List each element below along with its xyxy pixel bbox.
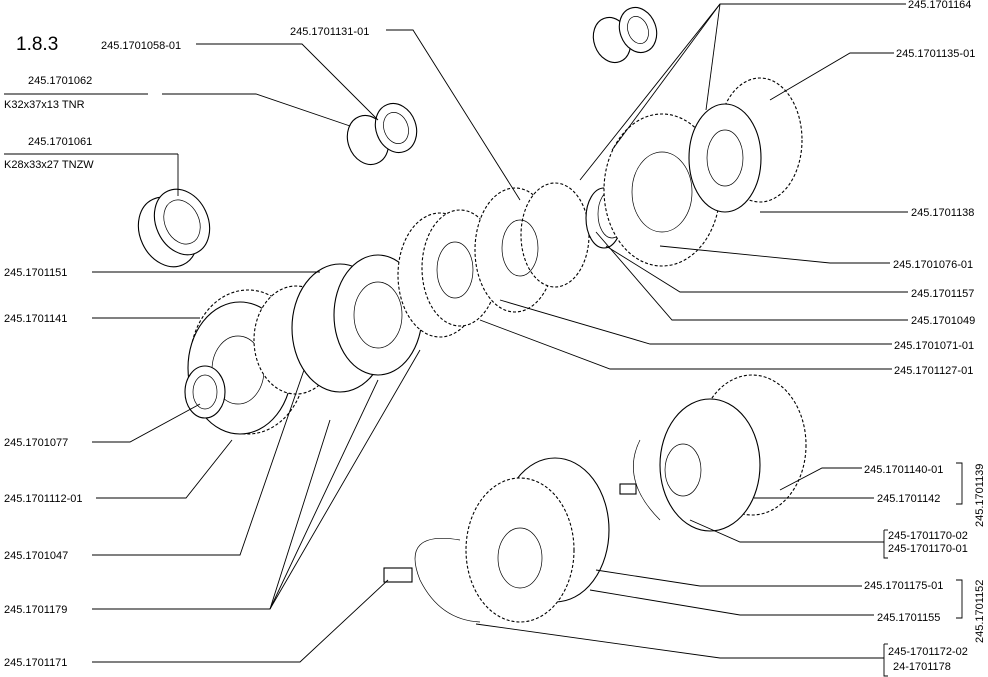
label-1701141: 245.1701141: [4, 313, 67, 325]
label-1701170-02: 245-1701170-02: [888, 530, 968, 542]
label-1701142: 245.1701142: [877, 493, 940, 505]
label-1701151: 245.1701151: [4, 267, 67, 279]
label-1701171: 245.1701171: [4, 657, 67, 669]
ring-1701077: [184, 365, 226, 419]
synchronizer-1701152: [383, 457, 610, 623]
gear-1701071: [397, 209, 499, 338]
group-brackets: [883, 462, 963, 677]
label-1701047: 245.1701047: [4, 550, 68, 562]
label-1701170-01: 245-1701170-01: [888, 543, 968, 555]
gear-1701135: [688, 77, 803, 213]
label-1701049: 245.1701049: [911, 315, 975, 327]
label-1701155: 245.1701155: [877, 612, 940, 624]
label-1701127: 245.1701127-01: [894, 365, 973, 377]
label-1701164: 245.1701164: [908, 0, 971, 11]
leader-lines: [4, 3, 908, 663]
label-1701172-02: 245-1701172-02: [888, 646, 968, 658]
parts-drawing: [137, 6, 807, 623]
label-1701058: 245.1701058-01: [101, 40, 181, 52]
label-1701112: 245.1701112-01: [4, 493, 83, 505]
label-1701152: 245.1701152: [974, 580, 986, 643]
label-1701175: 245.1701175-01: [864, 580, 943, 592]
label-1701178: 24-1701178: [893, 661, 951, 673]
gear-1701131: [474, 182, 590, 313]
label-1701061-bearing: K28x33x27 TNZW: [4, 159, 94, 171]
label-1701131: 245.1701131-01: [290, 26, 369, 38]
label-1701179: 245.1701179: [4, 604, 67, 616]
figure-number: 1.8.3: [16, 34, 58, 55]
label-1701076: 245.1701076-01: [893, 259, 973, 271]
label-1701061: 245.1701061: [28, 136, 92, 148]
needle-bearing-1701061: [137, 188, 211, 268]
label-1701071: 245.1701071-01: [894, 340, 974, 352]
synchronizer-1701139: [619, 374, 807, 532]
label-1701062: 245.1701062: [28, 75, 92, 87]
label-1701140: 245.1701140-01: [864, 464, 943, 476]
label-1701077: 245.1701077: [4, 437, 68, 449]
label-1701135: 245.1701135-01: [896, 48, 975, 60]
label-1701138: 245.1701138: [911, 207, 974, 219]
label-1701062-bearing: K32x37x13 TNR: [4, 99, 85, 111]
label-1701139: 245.1701139: [974, 464, 986, 527]
label-1701157: 245.1701157: [911, 288, 974, 300]
needle-bearing-1701058: [346, 102, 418, 166]
needle-bearing-top: [592, 6, 658, 64]
